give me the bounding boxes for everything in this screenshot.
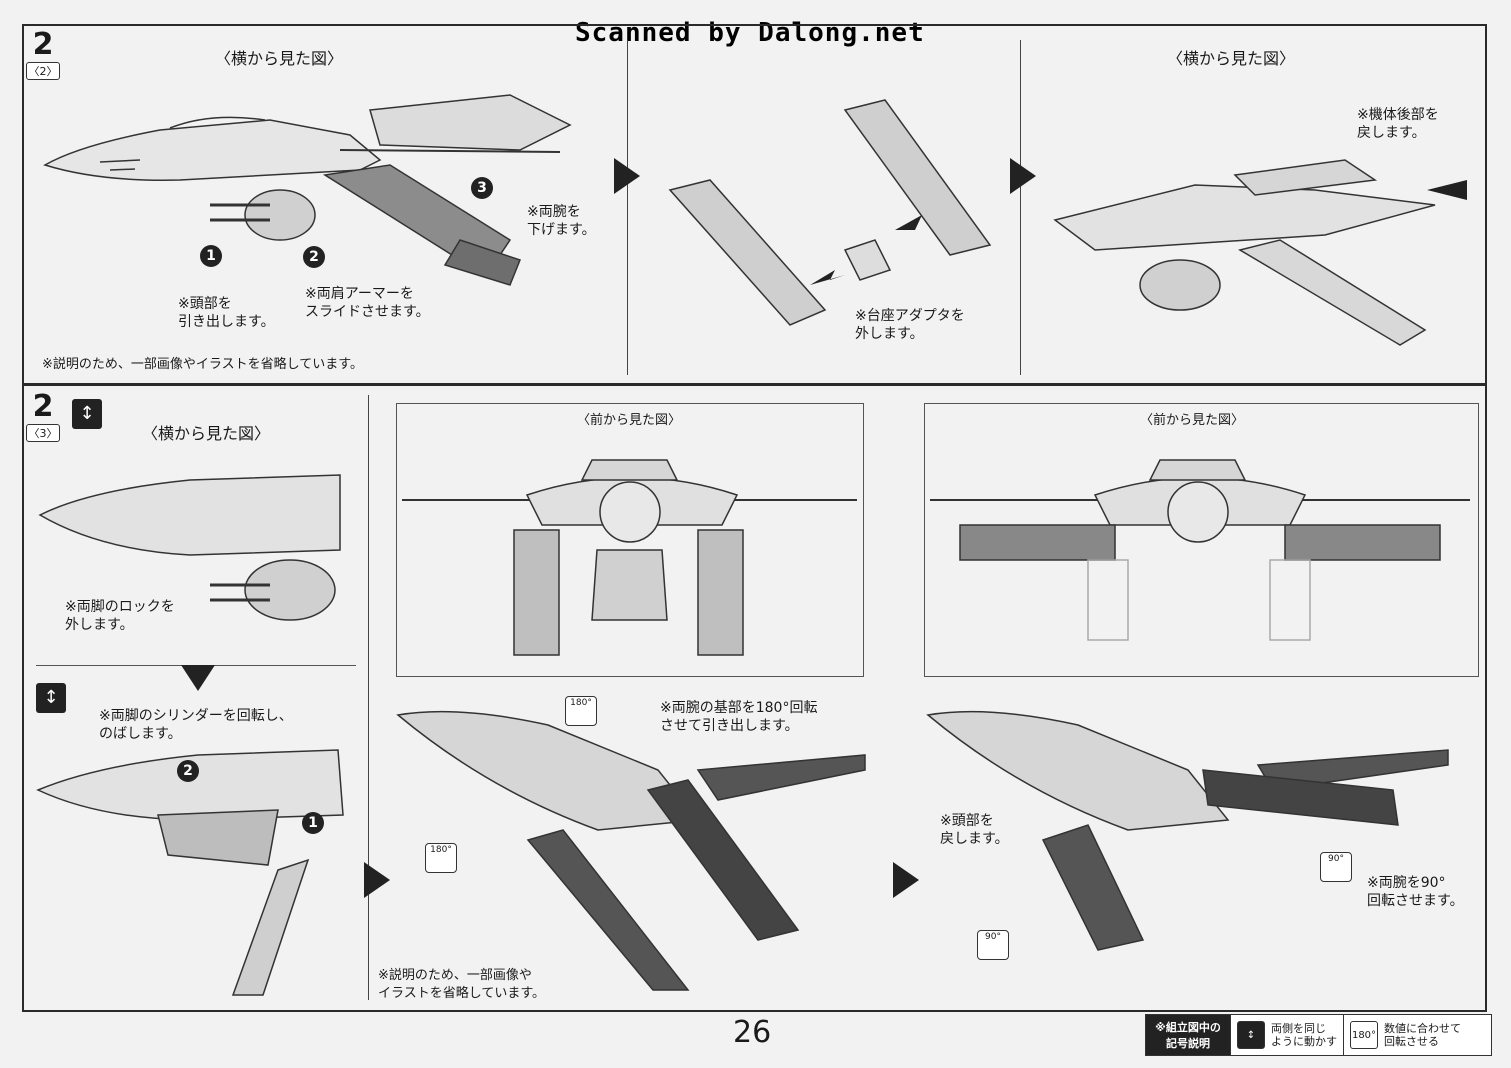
front-view-arms-out-illustration	[930, 459, 1470, 641]
rotate-90-badge: 90°	[1320, 852, 1352, 882]
next-step-arrow	[1010, 158, 1036, 194]
page-number: 26	[733, 1015, 772, 1050]
rotate-90-badge: 90°	[977, 930, 1009, 960]
note-omitted-bottom: ※説明のため、一部画像や イラストを省略しています。	[378, 968, 546, 1001]
aircraft-legs-illustration	[38, 474, 341, 621]
outer-frame	[22, 24, 1487, 1012]
next-step-arrow	[893, 862, 919, 898]
next-step-arrow	[614, 158, 640, 194]
step-marker-2: 2	[303, 246, 325, 268]
view-title-side: 〈横から見た図〉	[1167, 49, 1296, 68]
row-divider	[22, 383, 1487, 386]
aircraft-side-illustration	[43, 94, 572, 286]
callout-legs-unlock: ※両脚のロックを 外します。	[65, 599, 175, 633]
symbol-legend: ※組立図中の 記号説明 ↕ 両側を同じ ように動かす 180° 数値に合わせて …	[1145, 1014, 1492, 1056]
aircraft-final-illustration	[926, 710, 1449, 951]
step-marker-1: 1	[302, 812, 324, 834]
mirror-icon: ↕	[72, 399, 102, 429]
rotate-180-badge: 180°	[425, 843, 457, 873]
callout-arms-rotate-90: ※両腕を90° 回転させます。	[1367, 875, 1464, 909]
callout-head-return: ※頭部を 戻します。	[940, 813, 1009, 847]
callout-head-out: ※頭部を 引き出します。	[178, 296, 275, 330]
down-step-arrow	[181, 665, 215, 691]
callout-shoulder-slide: ※両肩アーマーを スライドさせます。	[305, 286, 430, 320]
front-view-inset	[396, 403, 864, 677]
top-divider-1	[627, 40, 628, 375]
legend-item-text: 数値に合わせて 回転させる	[1384, 1022, 1461, 1048]
bottom-divider	[368, 395, 369, 1000]
mirror-icon: ↕	[36, 683, 66, 713]
aircraft-arms-rotating-illustration	[396, 710, 866, 991]
note-omitted-top: ※説明のため、一部画像やイラストを省略しています。	[42, 357, 363, 372]
step-marker-2: 2	[177, 760, 199, 782]
view-title-front: 〈前から見た図〉	[577, 413, 682, 428]
legend-item-text: 両側を同じ ように動かす	[1271, 1022, 1337, 1048]
view-title-front: 〈前から見た図〉	[1140, 413, 1245, 428]
step-badge-bottom: 2 〈3〉	[26, 392, 60, 442]
next-step-arrow	[364, 862, 390, 898]
aircraft-rear-illustration	[1053, 159, 1467, 346]
scan-banner: Scanned by Dalong.net	[575, 18, 925, 48]
legend-item-mirror: ↕ 両側を同じ ように動かす	[1230, 1015, 1343, 1055]
view-title-side: 〈横から見た図〉	[215, 49, 344, 68]
callout-adapter-remove: ※台座アダプタを 外します。	[855, 308, 965, 342]
front-view-inset	[924, 403, 1479, 677]
top-divider-2	[1020, 40, 1021, 375]
arm-parts-illustration	[668, 99, 992, 326]
view-title-side: 〈横から見た図〉	[142, 424, 271, 443]
callout-arm-base-rotate: ※両腕の基部を180°回転 させて引き出します。	[660, 700, 818, 734]
callout-arms-lower: ※両腕を 下げます。	[527, 204, 596, 238]
step-marker-3: 3	[471, 177, 493, 199]
step-marker-1: 1	[200, 245, 222, 267]
aircraft-cylinder-illustration	[36, 749, 344, 996]
legend-title: ※組立図中の 記号説明	[1146, 1015, 1230, 1055]
callout-rear-return: ※機体後部を 戻します。	[1357, 107, 1439, 141]
step-badge-top: 2 〈2〉	[26, 30, 60, 80]
rotate-icon: 180°	[1350, 1021, 1378, 1049]
callout-cylinder-rotate: ※両脚のシリンダーを回転し、 のばします。	[99, 708, 293, 742]
mirror-icon: ↕	[1237, 1021, 1265, 1049]
front-view-arms-down-illustration	[402, 459, 857, 656]
legend-item-rotate: 180° 数値に合わせて 回転させる	[1343, 1015, 1467, 1055]
rotate-180-badge: 180°	[565, 696, 597, 726]
